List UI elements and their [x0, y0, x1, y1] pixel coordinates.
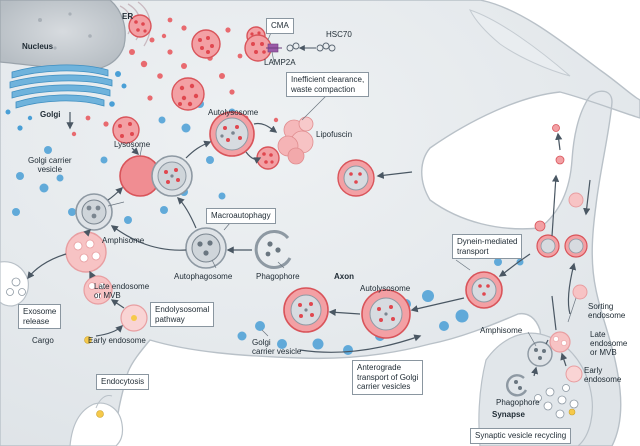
pathway-arrows	[27, 112, 591, 377]
label-phagophore: Phagophore	[256, 272, 300, 281]
label-amphisome: Amphisome	[102, 236, 145, 245]
golgi-apparatus	[9, 64, 113, 109]
label-cargo: Cargo	[32, 336, 54, 345]
label-late-endosome: Late endosome or MVB	[94, 282, 150, 301]
autolysosome-axon-2	[361, 289, 411, 339]
label-golgi: Golgi	[40, 110, 61, 119]
label-dynein-transport: Dynein-mediated transport	[452, 234, 523, 260]
label-inefficient-clearance: Inefficient clearance, waste compaction	[286, 72, 370, 98]
label-nucleus: Nucleus	[22, 42, 54, 51]
cma-lysosome	[244, 34, 282, 62]
early-endosome-soma	[120, 304, 148, 332]
label-early-endosome: Early endosome	[88, 336, 146, 345]
label-sorting-endosome: Sorting endosome	[588, 302, 626, 321]
label-golgi-carrier-vesicle-axon: Golgi carrier vesicle	[252, 338, 302, 357]
hsc70-icon	[286, 42, 336, 52]
lipofuscin-aggregate	[277, 116, 314, 165]
autolysosome-axon-3	[465, 271, 503, 309]
autolysosome-dendrite	[337, 159, 375, 197]
label-golgi-carrier-vesicle: Golgi carrier vesicle	[28, 156, 72, 175]
synapse-amphisome	[527, 341, 553, 367]
lysosome-cluster	[112, 14, 280, 170]
dendrite-branch	[469, 9, 571, 77]
multivesicular-body	[83, 275, 113, 305]
label-lamp2a: LAMP2A	[264, 58, 296, 67]
amphisome-soma	[75, 193, 113, 231]
autolysosome-axon-1	[283, 287, 329, 333]
late-endosome-soma	[65, 231, 107, 273]
synapse-late-endosome	[549, 331, 571, 353]
synapse-early-endosome	[565, 365, 583, 383]
label-endolysosomal-pathway: Endolysosomal pathway	[150, 302, 215, 328]
label-hsc70: HSC70	[326, 30, 352, 39]
label-macroautophagy: Macroautophagy	[206, 208, 276, 224]
cargo-icon	[84, 336, 113, 418]
label-synaptic-vesicle-recycling: Synaptic vesicle recycling	[470, 428, 572, 444]
autophagosome-soma	[185, 227, 227, 269]
label-synapse: Synapse	[492, 410, 525, 419]
label-autophagosome: Autophagosome	[174, 272, 233, 281]
label-autolysosome: Autolysosome	[208, 108, 259, 117]
autolysosome-soma	[209, 111, 255, 157]
lysosome-fusion	[119, 155, 193, 197]
label-exosome-release: Exosome release	[18, 304, 62, 330]
label-axon: Axon	[334, 272, 354, 281]
label-lysosome: Lysosome	[114, 140, 151, 149]
label-synapse-amphisome: Amphisome	[480, 326, 523, 335]
synapse-phagophore	[505, 374, 528, 397]
label-anterograde-transport: Anterograde transport of Golgi carrier v…	[352, 360, 424, 395]
nucleus	[0, 0, 126, 71]
label-axon-autolysosome: Autolysosome	[360, 284, 411, 293]
label-endocytosis: Endocytosis	[96, 374, 150, 390]
small-lysosomes	[71, 37, 225, 137]
phagophore-soma	[254, 230, 292, 269]
synaptic-vesicles	[534, 384, 579, 419]
label-synapse-phagophore: Phagophore	[496, 398, 540, 407]
exosomes	[6, 277, 26, 296]
label-cma: CMA	[266, 18, 294, 34]
label-synapse-early-endosome: Early endosome	[584, 366, 622, 385]
label-lipofuscin: Lipofuscin	[316, 130, 353, 139]
synapse-cargo-icon	[568, 408, 576, 416]
label-synapse-late-endosome: Late endosome or MVB	[590, 330, 628, 358]
label-er: ER	[122, 12, 134, 21]
golgi-vesicles	[5, 71, 127, 131]
dendrite-vesicles	[534, 124, 588, 300]
